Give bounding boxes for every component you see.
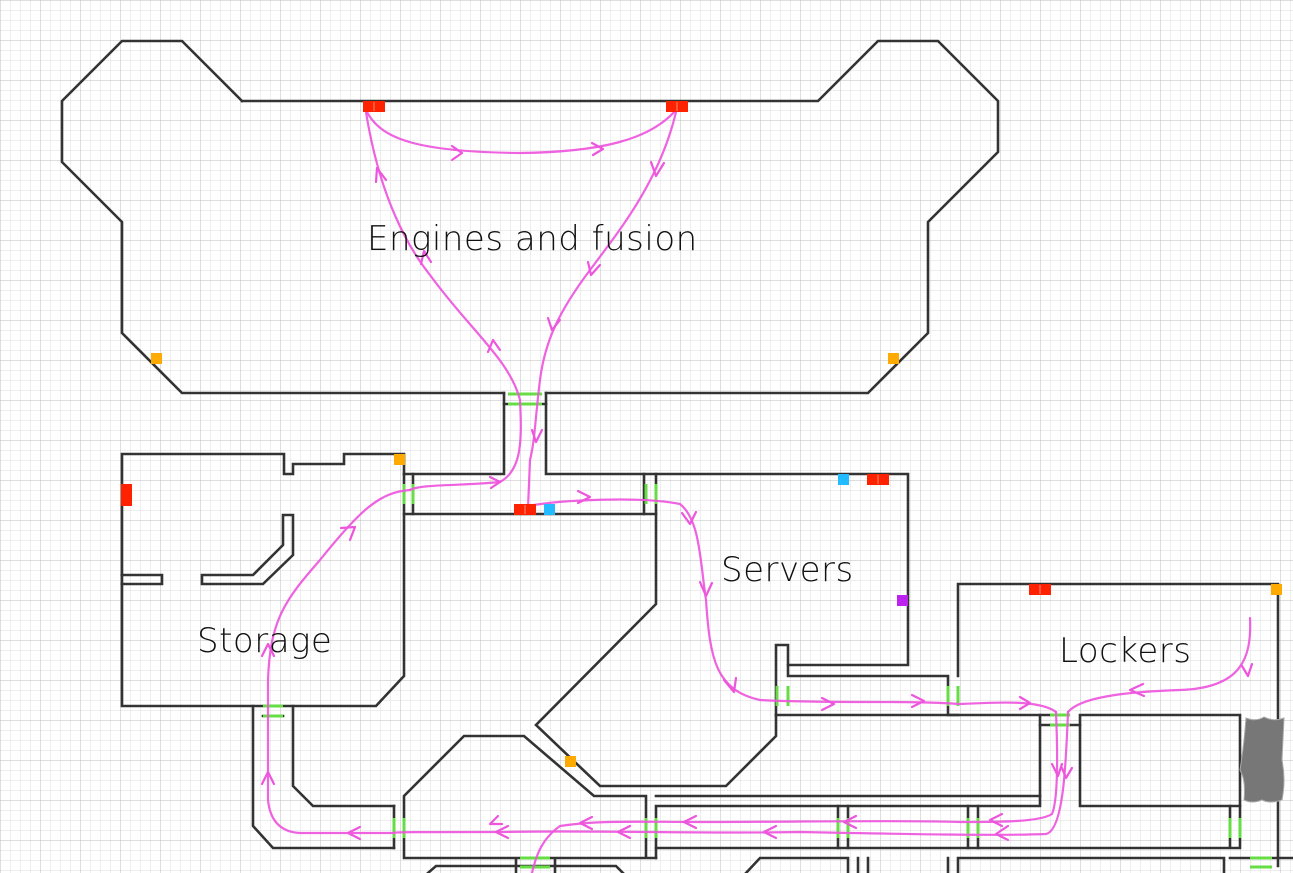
room-label-servers: Servers: [721, 550, 854, 590]
wall-engines-corridor: [402, 391, 910, 717]
arrow-icon: [486, 338, 502, 354]
arrow-icon: [374, 166, 388, 184]
arrow-icon: [590, 141, 605, 157]
blocked-area: [1239, 716, 1285, 803]
room-label-storage: Storage: [197, 621, 332, 661]
walls: [60, 39, 1293, 873]
arrow-icon: [616, 824, 632, 840]
arrow-icon: [419, 249, 433, 266]
vent-marker[interactable]: [1029, 584, 1051, 595]
route-lockers-down-b: [392, 710, 1070, 836]
arrow-icon: [820, 696, 836, 712]
arrow-icon: [346, 825, 362, 841]
route-lockers-down-a: [530, 710, 1059, 873]
wall-bottom-corridor: [654, 794, 1293, 860]
arrow-icon: [762, 824, 778, 840]
arrow-icon: [488, 814, 504, 826]
task-marker[interactable]: [1271, 584, 1282, 595]
arrow-icon: [260, 642, 276, 658]
arrow-icon: [488, 475, 502, 490]
vent-marker[interactable]: [363, 101, 385, 112]
task-marker[interactable]: [565, 756, 576, 767]
arrow-icon: [578, 815, 594, 831]
wall-storage-partition-2: [200, 513, 295, 586]
arrow-icon: [988, 812, 1004, 828]
camera-marker[interactable]: [838, 474, 849, 485]
arrow-icon: [494, 824, 510, 840]
arrow-icon: [910, 693, 926, 709]
arrow-icon: [842, 814, 858, 830]
room-labels: Engines and fusion Storage Servers Locke…: [197, 219, 1191, 671]
admin-marker[interactable]: [897, 595, 908, 606]
routes: [266, 108, 1252, 873]
route-storage: [266, 488, 412, 835]
arrow-icon: [576, 489, 592, 505]
arrow-icon: [680, 510, 698, 526]
arrow-icon: [698, 580, 714, 598]
arrow-icon: [586, 260, 602, 277]
route-arrows: [260, 141, 1254, 842]
vent-marker[interactable]: [121, 484, 132, 506]
vent-marker[interactable]: [514, 504, 536, 515]
arrow-icon: [530, 428, 544, 444]
wall-storage-partition-1: [120, 573, 164, 586]
arrow-icon: [1050, 762, 1064, 778]
arrow-icon: [546, 316, 562, 332]
arrow-icon: [450, 144, 464, 162]
arrow-icon: [1060, 766, 1074, 780]
arrow-icon: [682, 814, 698, 830]
arrow-icon: [1240, 662, 1254, 678]
room-label-lockers: Lockers: [1059, 631, 1191, 671]
route-lockers: [1066, 616, 1252, 714]
arrow-icon: [649, 160, 666, 178]
wall-storage: [120, 452, 406, 708]
route-engines-left: [364, 110, 522, 492]
task-marker[interactable]: [151, 353, 162, 364]
task-marker[interactable]: [394, 454, 405, 465]
task-marker[interactable]: [888, 353, 899, 364]
arrow-icon: [994, 824, 1010, 842]
route-engines-loop: [364, 108, 678, 155]
arrow-icon: [722, 676, 738, 694]
arrow-icon: [339, 525, 357, 542]
camera-marker[interactable]: [544, 504, 555, 515]
markers: [121, 101, 1282, 767]
room-label-engines: Engines and fusion: [367, 219, 698, 259]
arrow-icon: [1018, 695, 1032, 711]
vent-marker[interactable]: [867, 474, 889, 485]
route-engines-right: [526, 110, 678, 510]
route-servers: [526, 498, 1058, 714]
vent-marker[interactable]: [666, 101, 688, 112]
arrow-icon: [260, 770, 276, 786]
wall-upper-corridor: [402, 472, 778, 788]
arrow-icon: [1128, 682, 1146, 698]
